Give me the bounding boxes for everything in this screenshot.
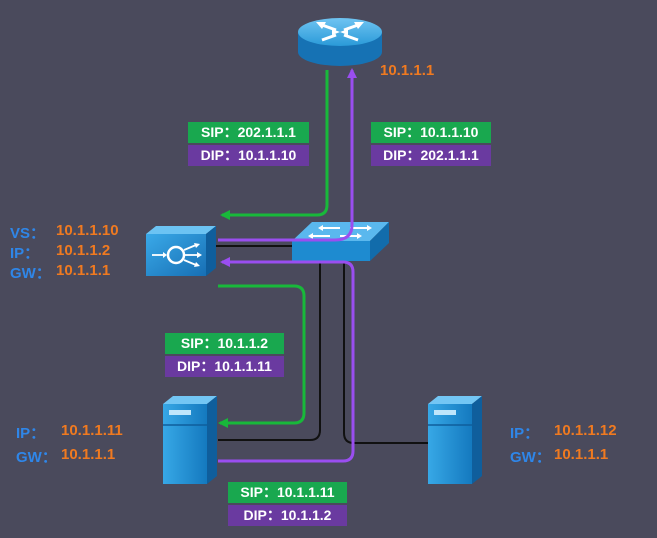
router-out-dip-label: DIP：10.1.1.10 <box>188 145 309 166</box>
cable-switch-left-server <box>218 258 321 441</box>
left-server-icon <box>163 396 217 484</box>
load-balancer-icon <box>146 226 216 276</box>
right-server-icon <box>428 396 482 484</box>
router-out-sip-label: SIP：202.1.1.1 <box>188 122 309 143</box>
purple-arrow-server-to-lb <box>218 257 355 463</box>
green-arrow-lb-to-server <box>218 284 306 428</box>
lb-ip-key: IP： <box>10 245 40 262</box>
purple-arrow-lb-to-router <box>218 68 357 242</box>
lb-vs-key: VS： <box>10 225 46 242</box>
router-icon <box>298 18 382 66</box>
lb-gw-key: GW： <box>10 265 51 282</box>
left-server-gw-value: 10.1.1.1 <box>61 446 116 463</box>
lb-ip-value: 10.1.1.2 <box>56 242 111 259</box>
router-in-dip-label: DIP：202.1.1.1 <box>371 145 491 166</box>
left-server-ip-value: 10.1.1.11 <box>61 422 123 439</box>
right-server-gw-value: 10.1.1.1 <box>554 446 609 463</box>
green-flow-paths <box>218 70 329 428</box>
lb-to-server-sip-label: SIP：10.1.1.2 <box>165 333 284 354</box>
router-in-sip-label: SIP：10.1.1.10 <box>371 122 491 143</box>
router-ip-label: 10.1.1.1 <box>380 62 435 79</box>
left-server-ip-key: IP： <box>16 425 46 442</box>
cable-switch-right-server <box>343 258 428 444</box>
left-server-gw-key: GW： <box>16 449 57 466</box>
right-server-gw-key: GW： <box>510 449 551 466</box>
right-server-ip-value: 10.1.1.12 <box>554 422 617 439</box>
server-to-lb-sip-label: SIP：10.1.1.11 <box>228 482 347 503</box>
lb-gw-value: 10.1.1.1 <box>56 262 111 279</box>
lb-vs-value: 10.1.1.10 <box>56 222 119 239</box>
switch-icon <box>292 222 389 261</box>
purple-flow-paths <box>218 68 357 463</box>
server-to-lb-dip-label: DIP：10.1.1.2 <box>228 505 347 526</box>
lb-to-server-dip-label: DIP：10.1.1.11 <box>165 356 284 377</box>
green-arrow-router-to-lb <box>220 70 329 220</box>
right-server-ip-key: IP： <box>510 425 540 442</box>
